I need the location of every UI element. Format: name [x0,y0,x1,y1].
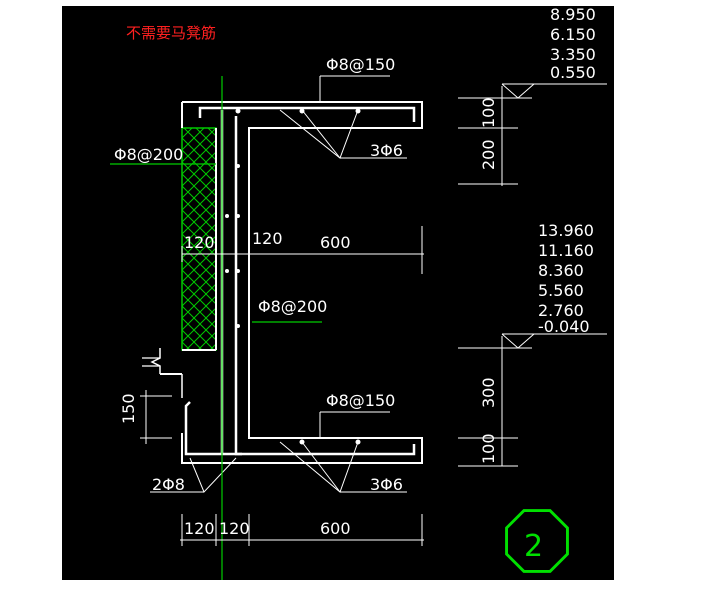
mid-dimension-line [181,226,424,274]
insulation-block [181,127,217,351]
upper-elevation-symbol [458,83,607,186]
lower-elevation-5: 2.760 [538,301,584,320]
top-slab-rebar-label: Φ8@150 [326,55,395,74]
detail-badge: 2 [505,509,569,573]
upper-side-dim-1: 100 [479,97,498,128]
lower-elevation-3: 8.360 [538,261,584,280]
bottom-bars-label: 3Φ6 [370,475,403,494]
leader-fans [150,109,407,493]
upper-elevation-4: 0.550 [550,63,596,82]
concrete-outline [142,101,423,464]
cad-canvas: 不需要马凳筋 [62,6,614,580]
lower-side-dim-2: 100 [479,433,498,464]
left-wall-rebar-label: Φ8@200 [114,145,183,164]
upper-elevation-1: 8.950 [550,6,596,24]
green-leaders [110,76,322,580]
left-dimension-line [140,390,172,444]
lower-side-dim-1: 300 [479,377,498,408]
detail-number: 2 [524,529,543,564]
top-bars-label: 3Φ6 [370,141,403,160]
left-dim-value: 150 [119,393,138,424]
upper-elevation-3: 3.350 [550,45,596,64]
mid-dim-span: 600 [320,233,351,252]
lower-elevation-6: -0.040 [538,317,590,336]
lower-elevation-symbol [458,333,607,467]
corner-bars-label: 2Φ8 [152,475,185,494]
upper-elevation-2: 6.150 [550,25,596,44]
bottom-dim-mid: 120 [219,519,250,538]
bottom-dimension-line [180,514,424,546]
bottom-slab-rebar-label: Φ8@150 [326,391,395,410]
lower-elevation-2: 11.160 [538,241,594,260]
lower-elevation-1: 13.960 [538,221,594,240]
bottom-dim-span: 600 [320,519,351,538]
mid-dim-right: 120 [252,229,283,248]
mid-dim-left: 120 [184,233,215,252]
bottom-dim-left: 120 [184,519,215,538]
upper-side-dim-2: 200 [479,139,498,170]
middle-wall-rebar-label: Φ8@200 [258,297,327,316]
lower-elevation-4: 5.560 [538,281,584,300]
note-text: 不需要马凳筋 [126,24,216,42]
section-drawing: 不需要马凳筋 [110,6,607,580]
